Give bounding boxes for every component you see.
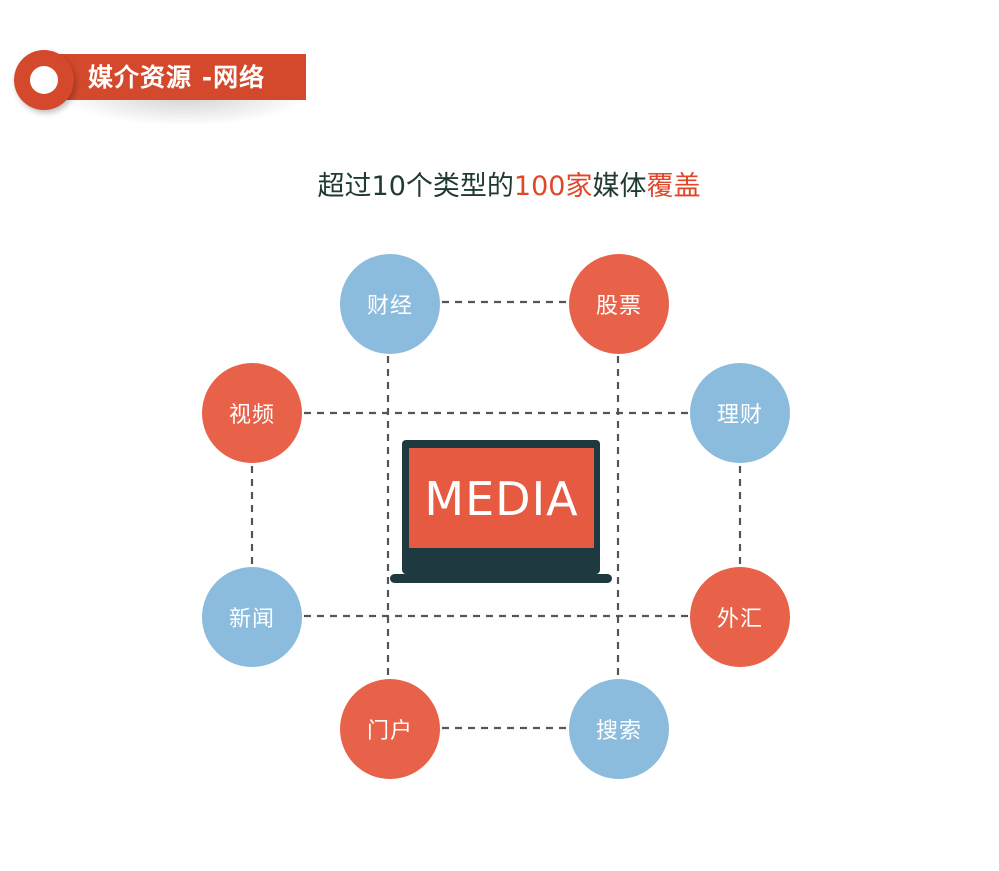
node-wealth: 理财 bbox=[690, 363, 790, 463]
headline: 超过10个类型的100家媒体覆盖 bbox=[0, 164, 999, 203]
headline-highlight-coverage: 覆盖 bbox=[646, 171, 701, 202]
node-stocks: 股票 bbox=[569, 254, 669, 354]
header-shadow bbox=[60, 96, 310, 126]
laptop-icon bbox=[390, 440, 612, 583]
headline-highlight-count: 100家 bbox=[513, 171, 593, 202]
header-ribbon bbox=[40, 54, 306, 100]
headline-part-3: 媒体 bbox=[592, 171, 647, 202]
section-title: 媒介资源 -网络 bbox=[88, 63, 266, 92]
media-label: MEDIA bbox=[424, 472, 579, 526]
node-video: 视频 bbox=[202, 363, 302, 463]
node-news: 新闻 bbox=[202, 567, 302, 667]
node-portal: 门户 bbox=[340, 679, 440, 779]
node-finance: 财经 bbox=[340, 254, 440, 354]
headline-part-1: 超过10个类型的 bbox=[317, 171, 514, 202]
node-search: 搜索 bbox=[569, 679, 669, 779]
node-forex: 外汇 bbox=[690, 567, 790, 667]
header-ring-hole bbox=[30, 66, 58, 94]
